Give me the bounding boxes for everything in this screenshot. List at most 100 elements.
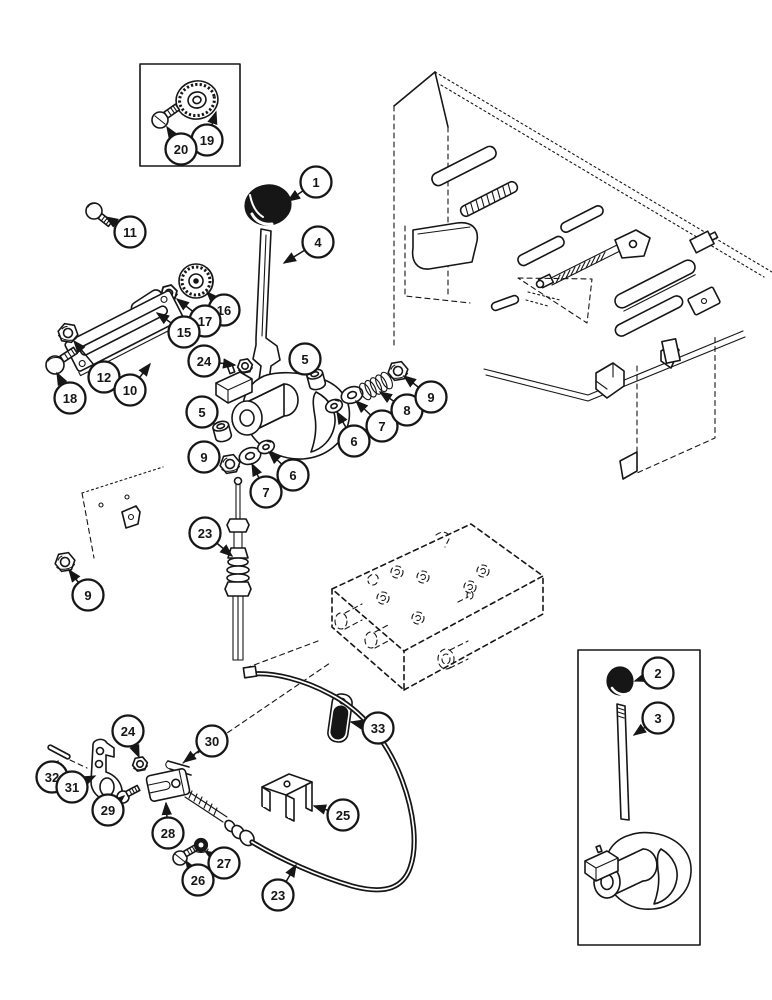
bushing-5-left bbox=[211, 418, 234, 445]
knob-2 bbox=[606, 666, 634, 696]
svg-text:16: 16 bbox=[217, 303, 231, 318]
callout-2: 2 bbox=[633, 656, 675, 690]
callout-18: 18 bbox=[53, 371, 87, 415]
callout-30: 30 bbox=[182, 724, 229, 763]
svg-text:26: 26 bbox=[191, 873, 205, 888]
svg-text:8: 8 bbox=[403, 403, 410, 418]
callout-33: 33 bbox=[349, 711, 395, 745]
svg-text:15: 15 bbox=[177, 325, 191, 340]
support-panel-phantom bbox=[81, 466, 164, 559]
callout-9: 9 bbox=[402, 375, 448, 414]
svg-text:27: 27 bbox=[217, 856, 231, 871]
knurled-knob-16 bbox=[178, 263, 214, 299]
svg-text:19: 19 bbox=[200, 133, 214, 148]
svg-text:24: 24 bbox=[197, 354, 212, 369]
callout-19: 19 bbox=[190, 110, 224, 157]
callout-23: 23 bbox=[188, 516, 234, 557]
svg-text:18: 18 bbox=[63, 391, 77, 406]
svg-text:32: 32 bbox=[45, 770, 59, 785]
knurled-knob-19 bbox=[175, 80, 219, 120]
callout-4: 4 bbox=[282, 225, 335, 264]
svg-text:28: 28 bbox=[161, 826, 175, 841]
bolt-18 bbox=[45, 346, 79, 375]
callout-10: 10 bbox=[113, 362, 151, 407]
callout-12: 12 bbox=[73, 339, 121, 394]
svg-text:33: 33 bbox=[371, 721, 385, 736]
nut-9-pivot bbox=[217, 452, 243, 476]
svg-text:17: 17 bbox=[198, 314, 212, 329]
lever-3 bbox=[584, 703, 692, 910]
callout-8: 8 bbox=[378, 391, 424, 427]
callout-29: 29 bbox=[91, 793, 126, 827]
bolt-26 bbox=[172, 844, 199, 866]
trunnion-28 bbox=[145, 768, 191, 802]
valve-block-phantom bbox=[182, 523, 544, 764]
callout-23: 23 bbox=[261, 863, 297, 912]
svg-text:25: 25 bbox=[336, 808, 350, 823]
inset-lever-box bbox=[577, 649, 701, 946]
svg-text:30: 30 bbox=[205, 734, 219, 749]
nut-24-lower bbox=[130, 755, 150, 773]
svg-text:23: 23 bbox=[198, 526, 212, 541]
callout-25: 25 bbox=[312, 798, 360, 832]
svg-text:2: 2 bbox=[654, 666, 661, 681]
svg-text:9: 9 bbox=[200, 450, 207, 465]
svg-text:29: 29 bbox=[101, 803, 115, 818]
bracket-25 bbox=[261, 773, 313, 822]
svg-text:9: 9 bbox=[427, 390, 434, 405]
lever-4 bbox=[215, 228, 351, 460]
svg-text:20: 20 bbox=[174, 142, 188, 157]
callout-6: 6 bbox=[267, 450, 310, 492]
knob-1 bbox=[244, 184, 292, 226]
callout-5: 5 bbox=[185, 395, 219, 429]
svg-text:7: 7 bbox=[378, 419, 385, 434]
screw-11 bbox=[85, 202, 113, 228]
svg-text:1: 1 bbox=[312, 175, 319, 190]
svg-text:31: 31 bbox=[65, 780, 79, 795]
callout-9: 9 bbox=[68, 568, 105, 612]
svg-text:10: 10 bbox=[123, 383, 137, 398]
callout-24: 24 bbox=[111, 714, 145, 759]
cable-23-upper bbox=[224, 476, 252, 661]
console-structure bbox=[393, 71, 772, 480]
pin-32-guide bbox=[69, 759, 88, 769]
svg-text:6: 6 bbox=[289, 468, 296, 483]
pin-32 bbox=[47, 744, 71, 760]
nut-24-upper bbox=[235, 357, 255, 375]
cable-23-threaded-end bbox=[184, 790, 255, 847]
callout-5: 5 bbox=[288, 342, 322, 376]
svg-text:7: 7 bbox=[262, 485, 269, 500]
callout-15: 15 bbox=[155, 312, 201, 349]
svg-text:5: 5 bbox=[301, 352, 308, 367]
callout-9: 9 bbox=[187, 440, 221, 474]
callout-7: 7 bbox=[249, 462, 283, 509]
svg-text:6: 6 bbox=[350, 434, 357, 449]
nut-27 bbox=[193, 837, 209, 854]
svg-text:9: 9 bbox=[84, 588, 91, 603]
callout-20: 20 bbox=[164, 125, 198, 166]
svg-text:12: 12 bbox=[97, 370, 111, 385]
lever-4-clamp bbox=[215, 364, 253, 404]
svg-text:5: 5 bbox=[198, 405, 205, 420]
nut-9-panel bbox=[52, 550, 78, 574]
callout-24: 24 bbox=[187, 344, 237, 378]
bracket-31 bbox=[90, 738, 123, 803]
svg-text:24: 24 bbox=[121, 724, 136, 739]
callout-27: 27 bbox=[203, 846, 241, 880]
callout-1: 1 bbox=[286, 165, 333, 202]
callout-26: 26 bbox=[181, 859, 215, 897]
throttle-rod bbox=[535, 229, 651, 289]
callout-3: 3 bbox=[632, 701, 675, 736]
callout-7: 7 bbox=[354, 399, 399, 443]
svg-text:3: 3 bbox=[654, 711, 661, 726]
callout-31: 31 bbox=[55, 770, 97, 804]
svg-text:4: 4 bbox=[314, 235, 322, 250]
lever-4-hub bbox=[231, 383, 299, 436]
cable-23-loop bbox=[242, 665, 417, 893]
callout-6: 6 bbox=[336, 410, 371, 458]
svg-text:23: 23 bbox=[271, 888, 285, 903]
svg-text:11: 11 bbox=[123, 225, 137, 240]
